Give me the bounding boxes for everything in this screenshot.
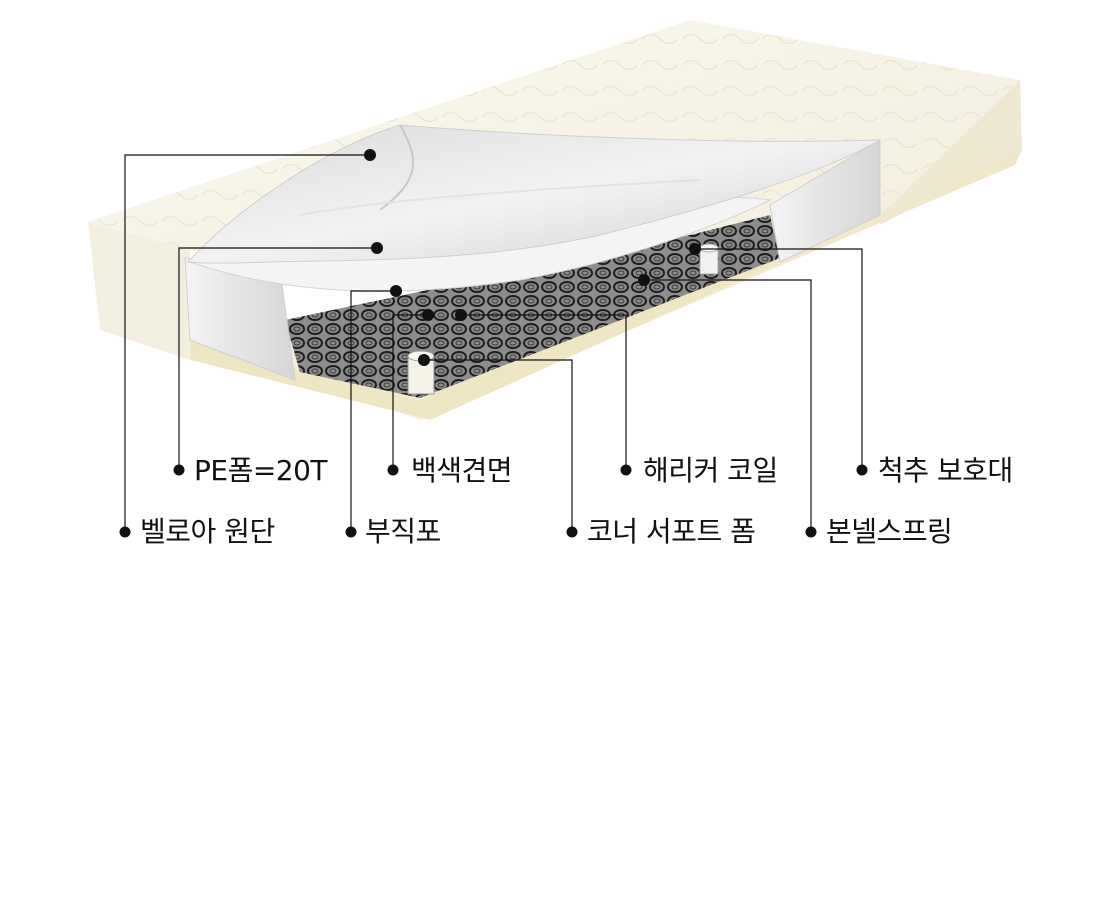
anchor-dot-bellora-fabric [364, 149, 376, 161]
anchor-dot-spine-guard [689, 243, 701, 255]
leader-line-spine-guard [695, 248, 863, 470]
label-dot-pe-foam [173, 464, 185, 476]
leader-dots [119, 149, 868, 538]
label-dot-nonwoven [345, 526, 357, 538]
coil-bed [285, 215, 780, 398]
mattress-left-side [88, 222, 190, 360]
leader-line-pe-foam [178, 247, 377, 470]
callout-label-white-felt: 백색견면 [411, 454, 513, 487]
leader-line-bellora-fabric [124, 154, 370, 532]
anchor-dot-hurricane-coil [455, 309, 467, 321]
leader-line-nonwoven [350, 290, 396, 532]
leader-line-hurricane-coil [461, 314, 627, 470]
leader-lines [124, 154, 863, 532]
anchor-dot-corner-support-foam [418, 354, 430, 366]
pe-foam-right-block [769, 139, 881, 263]
label-dot-white-felt [387, 464, 399, 476]
leader-line-white-felt [392, 314, 428, 470]
label-dot-hurricane-coil [620, 464, 632, 476]
mattress-right-side [880, 80, 1022, 225]
callout-label-spine-guard: 척추 보호대 [878, 454, 1013, 487]
anchor-dot-white-felt [422, 309, 434, 321]
peeled-fabric-flap [186, 124, 881, 292]
leader-line-corner-support-foam [424, 359, 573, 532]
callout-label-bellora-fabric: 벨로아 원단 [140, 515, 275, 548]
label-dot-bellora-fabric [119, 526, 131, 538]
velour-fabric-flap [186, 124, 881, 264]
label-dot-corner-support-foam [566, 526, 578, 538]
label-dot-bonnell-spring [805, 526, 817, 538]
anchor-dot-nonwoven [390, 285, 402, 297]
spine-guard-cylinder [699, 243, 719, 275]
callout-label-hurricane-coil: 해리커 코일 [643, 454, 778, 487]
cutaway-interior [184, 139, 881, 398]
leader-line-bonnell-spring [644, 279, 812, 532]
label-dot-spine-guard [856, 464, 868, 476]
callout-label-nonwoven: 부직포 [365, 515, 441, 548]
anchor-dot-bonnell-spring [638, 274, 650, 286]
callout-label-pe-foam: PE폼=20T [194, 454, 328, 487]
callout-label-bonnell-spring: 본넬스프링 [826, 515, 953, 548]
anchor-dot-pe-foam [371, 242, 383, 254]
callout-label-corner-support-foam: 코너 서포트 폼 [587, 515, 756, 548]
